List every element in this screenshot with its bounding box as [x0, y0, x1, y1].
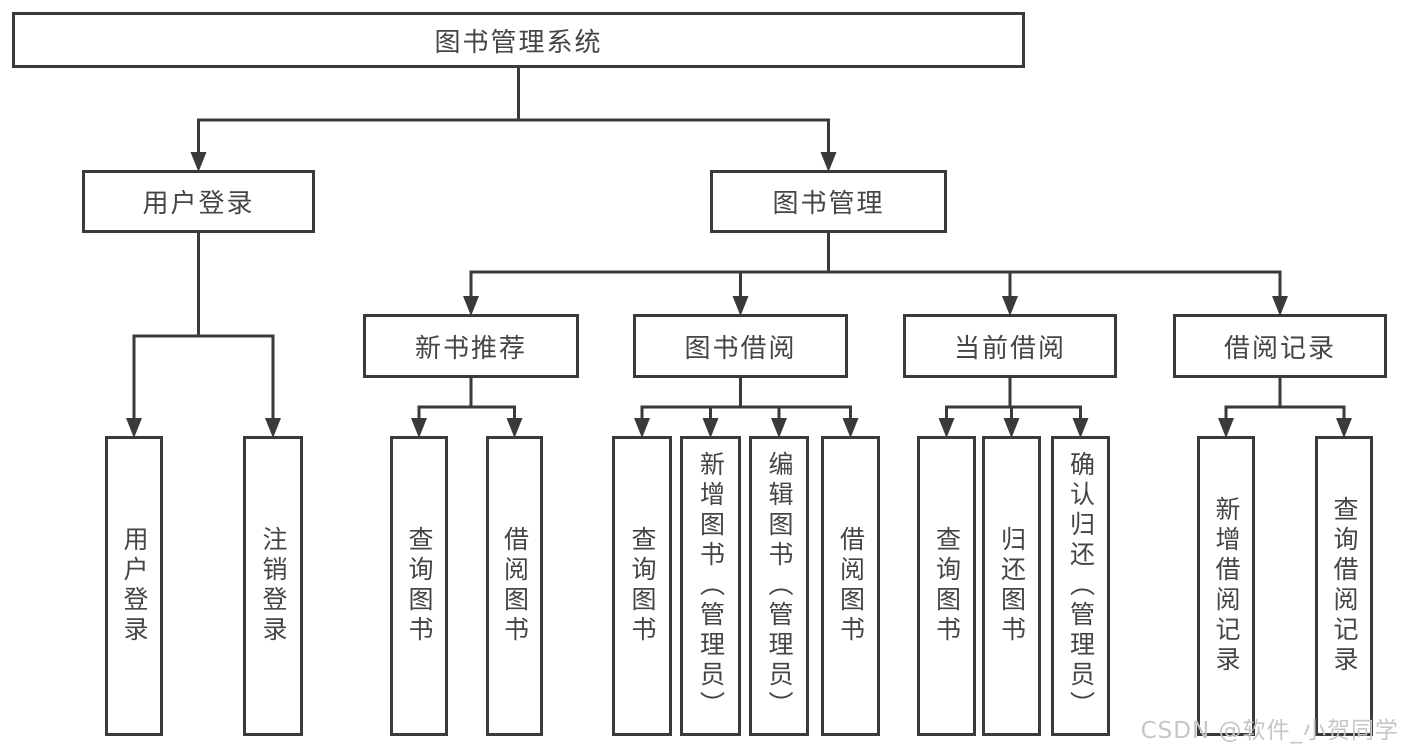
- node-leaf-edit-book: 编辑图书（管理员）: [749, 436, 809, 736]
- node-label: 注销登录: [259, 526, 288, 646]
- arrowhead-icon: [1002, 296, 1018, 316]
- arrowhead-icon: [1336, 418, 1352, 438]
- node-leaf-user-login: 用户登录: [105, 436, 163, 736]
- arrowhead-icon: [265, 418, 281, 438]
- arrowhead-icon: [506, 418, 523, 438]
- node-leaf-query-book-1: 查询图书: [390, 436, 448, 736]
- node-user-login-branch: 用户登录: [82, 170, 315, 233]
- node-current-borrow: 当前借阅: [903, 314, 1117, 378]
- node-label: 新书推荐: [414, 333, 527, 364]
- node-leaf-add-book: 新增图书（管理员）: [680, 436, 741, 736]
- arrowhead-icon: [1072, 418, 1089, 438]
- node-label: 新增图书（管理员）: [696, 451, 726, 721]
- arrowhead-icon: [771, 418, 787, 438]
- arrowhead-icon: [634, 418, 650, 438]
- node-label: 查询图书: [932, 526, 962, 646]
- node-label: 编辑图书（管理员）: [765, 451, 794, 721]
- arrowhead-icon: [190, 152, 207, 172]
- node-root: 图书管理系统: [12, 12, 1025, 68]
- node-leaf-query-borrow-record: 查询借阅记录: [1315, 436, 1373, 736]
- edge-group-new-book-rec: [417, 377, 516, 420]
- arrowhead-icon: [1272, 296, 1288, 316]
- arrowhead-icon: [1003, 418, 1020, 438]
- node-leaf-borrow-book-2: 借阅图书: [821, 436, 880, 736]
- node-leaf-add-borrow-record: 新增借阅记录: [1197, 436, 1255, 736]
- edge-group-user-login-branch: [132, 232, 275, 420]
- arrowhead-icon: [702, 418, 719, 438]
- node-leaf-borrow-book-1: 借阅图书: [486, 436, 543, 736]
- node-leaf-confirm-return: 确认归还（管理员）: [1051, 436, 1110, 736]
- node-label: 查询借阅记录: [1330, 496, 1359, 676]
- arrowhead-icon: [463, 296, 479, 316]
- node-label: 图书借阅: [684, 333, 797, 364]
- node-label: 确认归还（管理员）: [1066, 451, 1096, 721]
- node-label: 借阅图书: [836, 526, 866, 646]
- node-label: 借阅图书: [500, 526, 530, 646]
- arrowhead-icon: [842, 418, 859, 438]
- node-book-borrow: 图书借阅: [633, 314, 848, 378]
- node-label: 图书管理: [772, 189, 885, 219]
- node-label: 图书管理系统: [434, 27, 603, 58]
- edge-group-book-borrow: [640, 377, 852, 420]
- node-label: 借阅记录: [1223, 333, 1336, 364]
- arrowhead-icon: [1218, 418, 1234, 438]
- node-label: 查询图书: [405, 526, 434, 646]
- node-leaf-logout: 注销登录: [243, 436, 303, 736]
- node-leaf-query-book-2: 查询图书: [612, 436, 672, 736]
- node-leaf-return-book: 归还图书: [982, 436, 1041, 736]
- edge-group-book-mgmt-branch: [469, 232, 1282, 298]
- node-label: 新增借阅记录: [1212, 496, 1241, 676]
- node-book-mgmt-branch: 图书管理: [710, 170, 947, 233]
- node-label: 当前借阅: [953, 333, 1066, 364]
- node-leaf-query-book-3: 查询图书: [917, 436, 976, 736]
- node-new-book-rec: 新书推荐: [363, 314, 579, 378]
- arrowhead-icon: [820, 152, 837, 172]
- edge-group-current-borrow: [945, 377, 1082, 420]
- node-label: 用户登录: [120, 526, 149, 646]
- edge-group-root: [197, 67, 830, 154]
- node-label: 归还图书: [997, 526, 1027, 646]
- node-borrow-records: 借阅记录: [1173, 314, 1387, 378]
- arrowhead-icon: [938, 418, 955, 438]
- node-label: 用户登录: [142, 189, 255, 219]
- edge-group-borrow-records: [1224, 377, 1346, 420]
- arrowhead-icon: [411, 418, 427, 438]
- watermark: CSDN @软件_小贺同学: [1140, 718, 1399, 744]
- node-label: 查询图书: [628, 526, 657, 646]
- arrowhead-icon: [732, 296, 749, 316]
- arrowhead-icon: [126, 418, 142, 438]
